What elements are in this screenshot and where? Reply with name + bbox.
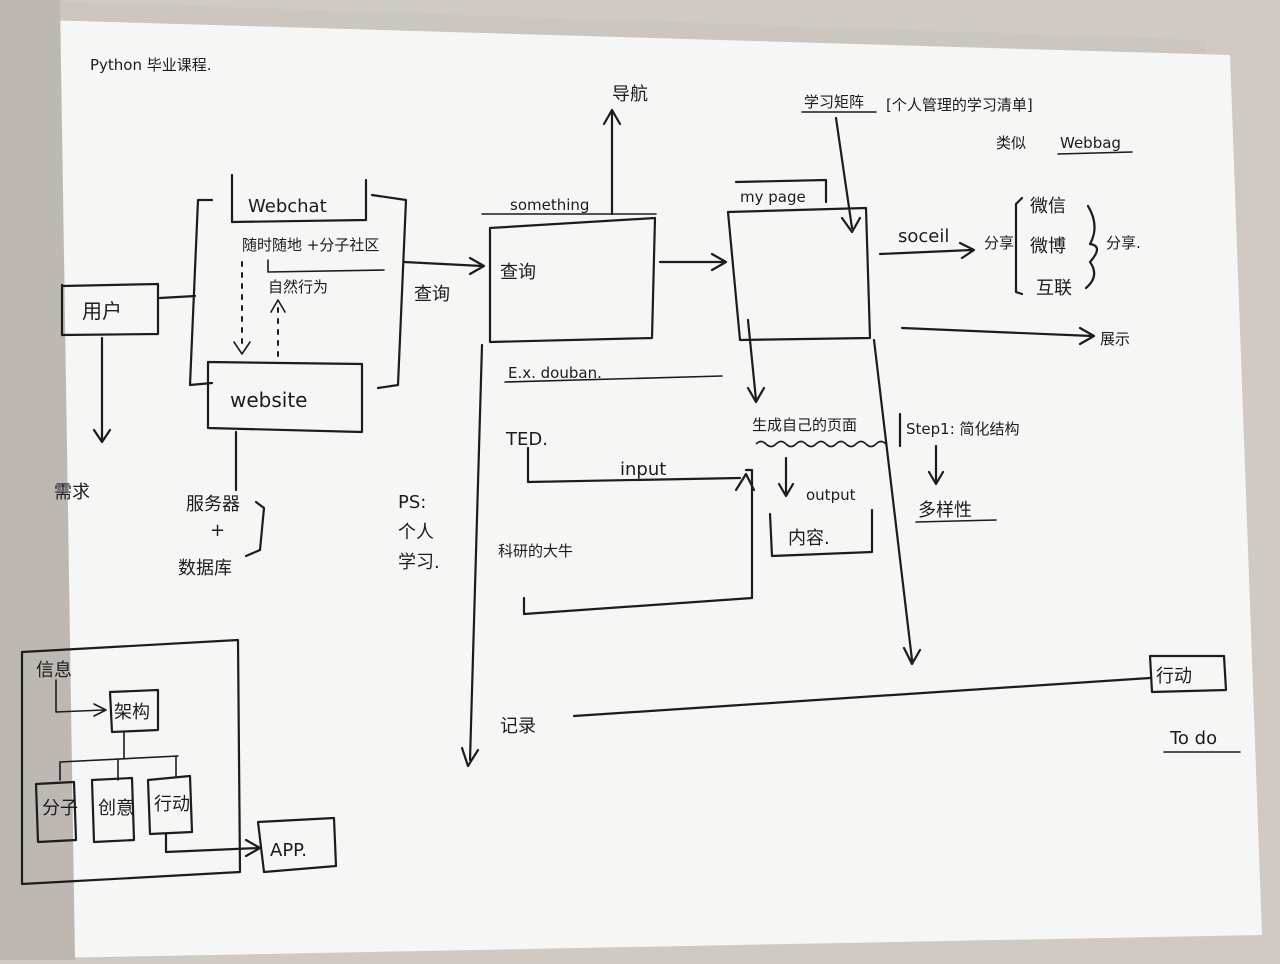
arch-tree <box>59 731 179 781</box>
dotted-down-head <box>233 341 251 355</box>
architecture-frame <box>20 638 242 886</box>
my-page-box <box>726 206 872 342</box>
generate-label: 生成自己的页面 <box>752 416 857 434</box>
output-label: output <box>806 486 856 504</box>
to-app-arrow <box>164 832 262 858</box>
arch-box <box>108 688 160 734</box>
col3-box <box>146 774 194 836</box>
info-label: 信息 <box>36 660 72 681</box>
content-label: 内容. <box>788 528 830 549</box>
share-brace <box>1084 204 1099 290</box>
step-down-arrow <box>927 444 945 486</box>
search-box-label: 查询 <box>500 262 536 283</box>
learning-matrix-label: 学习矩阵 <box>804 93 864 111</box>
app-box <box>256 816 338 874</box>
ted-label: TED. <box>505 429 548 450</box>
user-label: 用户 <box>82 299 122 323</box>
need-label: 需求 <box>54 482 90 503</box>
webbag-underline <box>1057 151 1133 155</box>
weibo-label: 微博 <box>1030 236 1066 257</box>
query-arrow <box>402 256 486 276</box>
matrix-note: [个人管理的学习清单] <box>886 96 1033 114</box>
plus-label: + <box>210 520 225 541</box>
record-line <box>572 676 1152 718</box>
share-label: 分享 <box>984 234 1014 252</box>
col2-box <box>90 776 136 844</box>
diversity-label: 多样性 <box>918 500 972 521</box>
database-label: 数据库 <box>178 558 232 579</box>
app-label: APP. <box>270 840 307 861</box>
output-arrow <box>777 456 795 498</box>
query-label: 查询 <box>414 284 450 305</box>
user-bracket <box>158 198 214 387</box>
website-label: website <box>230 388 307 412</box>
generate-underline <box>755 440 887 448</box>
input-label: input <box>620 459 666 480</box>
natural-label: 自然行为 <box>268 278 328 296</box>
step-label: Step1: 简化结构 <box>906 420 1020 438</box>
right-long-arrow <box>872 338 922 666</box>
more-label: 互联 <box>1036 278 1072 299</box>
col1-box <box>34 780 78 844</box>
mypage-down-arrow <box>746 318 766 404</box>
wechat-label: 微信 <box>1030 196 1066 217</box>
sources-bracket <box>370 193 408 390</box>
server-label: 服务器 <box>186 494 240 515</box>
ted-input-line <box>526 446 742 484</box>
similar-label: 类似 <box>996 134 1026 152</box>
server-bracket <box>244 500 266 558</box>
nav-label: 导航 <box>612 84 648 105</box>
ps-label: PS: <box>398 492 426 513</box>
content-box <box>768 508 874 558</box>
col2-label: 创意 <box>98 798 134 819</box>
ps-line1: 个人 <box>398 522 434 543</box>
webchat-label: Webchat <box>248 196 327 217</box>
record-label: 记录 <box>500 716 536 737</box>
display-label: 展示 <box>1100 330 1130 348</box>
social-arrow <box>878 241 976 260</box>
matrix-arrow <box>834 116 862 234</box>
anytime-underline <box>267 259 385 273</box>
research-label: 科研的大牛 <box>498 542 573 560</box>
action-box <box>1148 654 1228 694</box>
action-label: 行动 <box>1156 666 1192 687</box>
ex-douban-line <box>504 375 723 383</box>
something-label: something <box>510 196 589 214</box>
col3-label: 行动 <box>154 794 190 815</box>
research-line <box>522 468 754 616</box>
left-long-arrow <box>460 343 484 768</box>
search-box <box>488 216 657 344</box>
paper-edge <box>0 0 75 960</box>
website-box <box>206 360 364 434</box>
todo-label: To do <box>1169 728 1217 749</box>
input-arrow-head <box>734 472 756 492</box>
arch-label: 架构 <box>114 702 150 723</box>
share-right-label: 分享. <box>1106 234 1141 252</box>
col1-label: 分子 <box>42 798 78 819</box>
display-arrow <box>900 326 1096 346</box>
share-bracket-left <box>1014 196 1024 296</box>
nav-arrow <box>602 108 622 216</box>
webchat-box <box>230 173 368 224</box>
diagram-title: Python 毕业课程. <box>90 56 212 74</box>
ps-line2: 学习. <box>398 552 440 573</box>
user-to-need-arrow <box>92 336 112 444</box>
dotted-up-head <box>270 299 286 313</box>
anytime-label: 随时随地 +分子社区 <box>242 236 379 254</box>
paper-sheet <box>42 20 1262 958</box>
my-page-tab <box>734 178 828 204</box>
webbag-label: Webbag <box>1060 134 1121 152</box>
my-page-label: my page <box>740 188 806 206</box>
diversity-underline <box>915 519 997 523</box>
to-mypage-arrow <box>658 252 728 272</box>
info-arrow <box>55 679 107 717</box>
ex-douban-label: E.x. douban. <box>508 364 602 382</box>
user-box <box>60 282 160 337</box>
social-label: soceil <box>898 226 949 247</box>
